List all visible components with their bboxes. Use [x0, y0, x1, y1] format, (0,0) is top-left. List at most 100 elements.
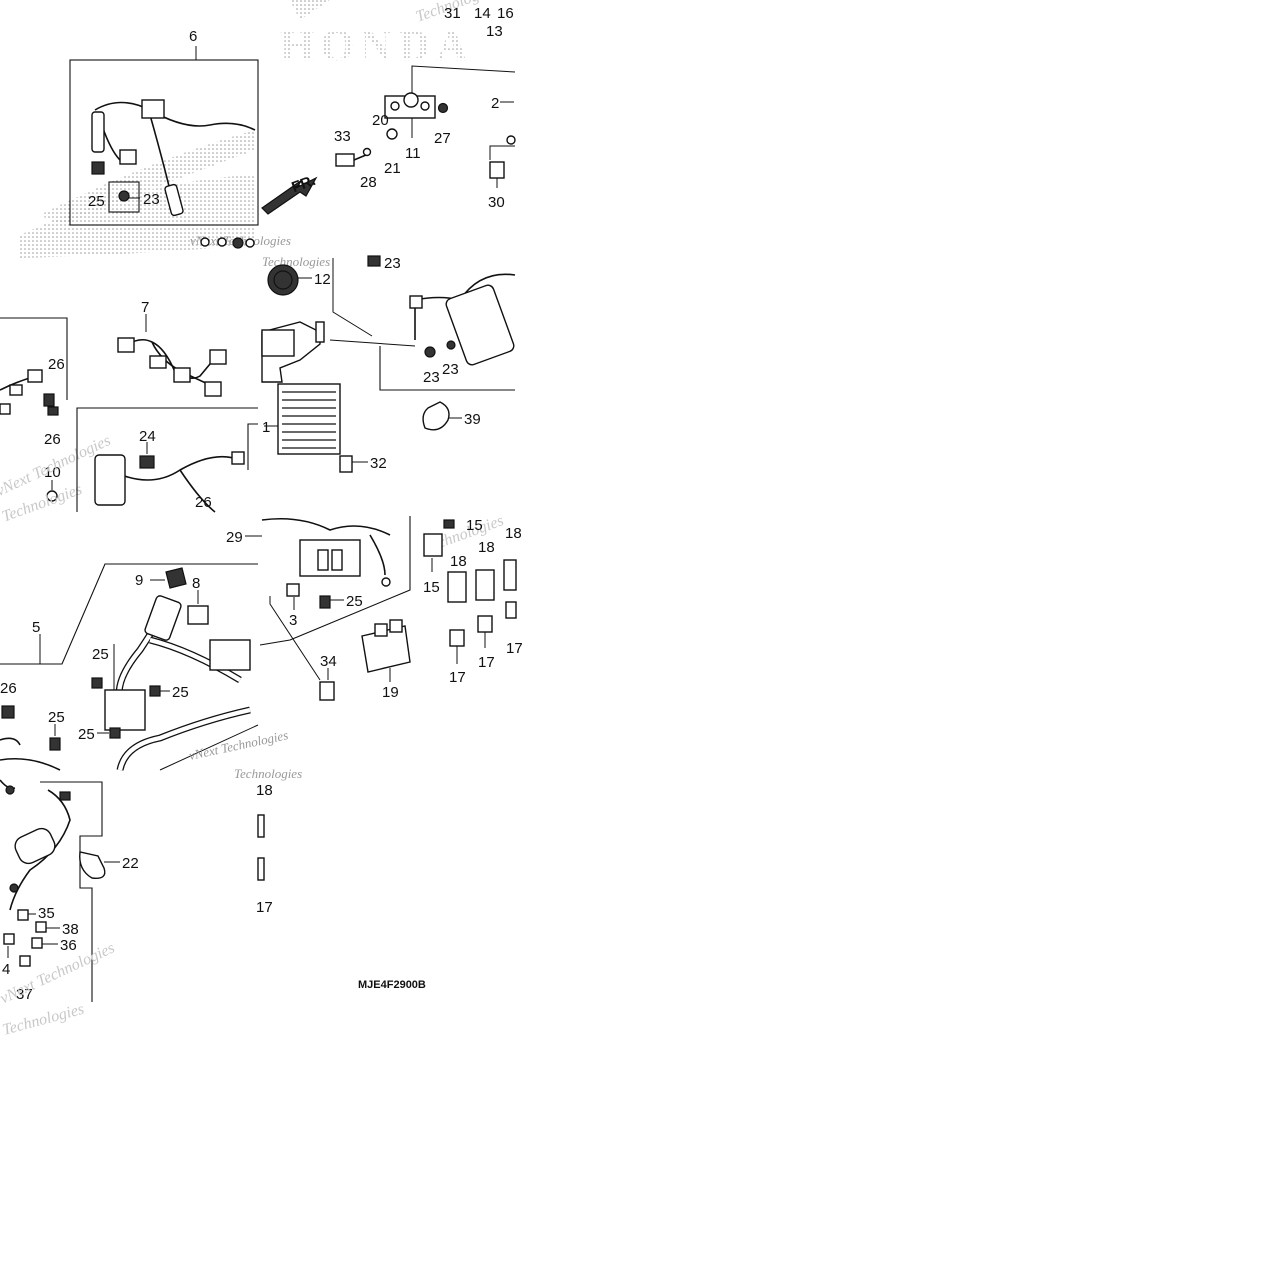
watermark-text: Technologies — [234, 766, 302, 781]
front-arrow — [261, 176, 318, 215]
callout-19: 19 — [382, 684, 399, 701]
callout-35: 35 — [38, 905, 55, 922]
bolt-34 — [319, 681, 335, 701]
callout-39: 39 — [464, 411, 481, 428]
tile-relays: 29 3 25 34 19 Technologies 15 15 18 18 1… — [226, 512, 523, 701]
starter-relay — [445, 284, 515, 366]
honda-watermark: HONDA — [280, 21, 474, 70]
nut-23 — [424, 346, 436, 358]
harness-6-wire — [94, 101, 256, 131]
relay-17-b — [477, 615, 493, 633]
bolt-30 — [489, 161, 505, 179]
callout-38: 38 — [62, 921, 79, 938]
washer-21 — [386, 128, 398, 140]
callout-18: 18 — [478, 539, 495, 556]
callout-3: 3 — [289, 612, 297, 629]
callout-18: 18 — [505, 525, 522, 542]
callout-32: 32 — [370, 455, 387, 472]
tile-sliver: 18 17 — [256, 782, 273, 916]
tile-bracket: HONDA Technologies 31 14 16 13 FR. 33 20… — [261, 0, 516, 215]
tile-fuses: 22 35 38 36 4 37 vNext Technologies Tech… — [0, 779, 139, 1039]
callout-23: 23 — [423, 369, 440, 386]
callout-9: 9 — [135, 572, 143, 589]
callout-2: 2 — [491, 95, 499, 112]
fuse-4 — [3, 933, 15, 945]
clip-23 — [367, 255, 381, 267]
watermark-text: Technologies — [1, 1001, 86, 1039]
callout-25: 25 — [92, 646, 109, 663]
relay-17 — [449, 629, 465, 647]
clip-25-d — [49, 737, 61, 751]
tile-regulator: Technologies 12 23 1 32 — [261, 254, 516, 473]
clip-26 — [43, 393, 55, 407]
relay-15 — [423, 533, 443, 557]
diagram-code: MJE4F2900B — [358, 979, 426, 991]
tile-harness-5: 5 8 9 25 25 25 25 26 vNext Technologies … — [0, 563, 302, 781]
nut-27 — [437, 102, 449, 114]
callout-1: 1 — [262, 419, 270, 436]
cover-8 — [187, 605, 209, 625]
clip-9 — [165, 567, 187, 589]
relay-18 — [447, 571, 467, 603]
callout-17: 17 — [256, 899, 273, 916]
callout-14: 14 — [474, 5, 491, 22]
collar-28 — [362, 147, 372, 157]
callout-26: 26 — [195, 494, 212, 511]
watermark-text: vNext Technologies — [188, 727, 290, 763]
clip-25 — [319, 595, 331, 609]
tile-harness-6: 6 25 23 vNext Technologies — [20, 28, 291, 258]
relay-3 — [286, 583, 300, 597]
callout-25: 25 — [172, 684, 189, 701]
callout-27: 27 — [434, 130, 451, 147]
callout-28: 28 — [360, 174, 377, 191]
callout-25: 25 — [346, 593, 363, 610]
fuse-35 — [17, 909, 29, 921]
callout-13: 13 — [486, 23, 503, 40]
junction-block — [104, 689, 146, 731]
bolt-33 — [335, 153, 355, 167]
grommet-23 — [118, 190, 130, 202]
sensor-block — [94, 454, 126, 506]
callout-16: 16 — [497, 5, 514, 22]
fuse-36 — [31, 937, 43, 949]
watermark-text: vNext Technologies — [0, 939, 117, 1007]
callout-25: 25 — [78, 726, 95, 743]
fuse-box-29 — [299, 539, 361, 577]
clip-26 — [1, 705, 15, 719]
callout-6: 6 — [189, 28, 197, 45]
callout-22: 22 — [122, 855, 139, 872]
callout-8: 8 — [192, 575, 200, 592]
sensor-housing — [14, 827, 56, 865]
callout-5: 5 — [32, 619, 40, 636]
relay-box — [209, 639, 251, 671]
clip-26-b — [47, 406, 59, 416]
callout-23: 23 — [442, 361, 459, 378]
callout-12: 12 — [314, 271, 331, 288]
grommet-10 — [46, 490, 58, 502]
nut-23-b — [446, 340, 456, 350]
connector-block — [144, 595, 182, 641]
tile-harness-7: 26 26 10 vNext Technologies Technologies… — [0, 299, 258, 526]
callout-29: 29 — [226, 529, 243, 546]
callout-36: 36 — [60, 937, 77, 954]
fuse-37 — [19, 955, 31, 967]
harness-6-bracket — [69, 59, 259, 226]
clamp-22 — [79, 851, 106, 879]
callout-11: 11 — [405, 145, 421, 162]
callout-33: 33 — [334, 128, 351, 145]
clip-25-b — [149, 685, 161, 697]
callout-34: 34 — [320, 653, 337, 670]
fuse-38 — [35, 921, 47, 933]
clip-25 — [91, 161, 105, 175]
callout-18: 18 — [256, 782, 273, 799]
front-direction-label: FR. — [289, 172, 318, 196]
band-39 — [422, 401, 450, 431]
clip-25 — [91, 677, 103, 689]
callout-25: 25 — [48, 709, 65, 726]
callout-7: 7 — [141, 299, 149, 316]
callout-37: 37 — [16, 986, 33, 1003]
callout-17: 17 — [506, 640, 523, 657]
callout-26: 26 — [44, 431, 61, 448]
